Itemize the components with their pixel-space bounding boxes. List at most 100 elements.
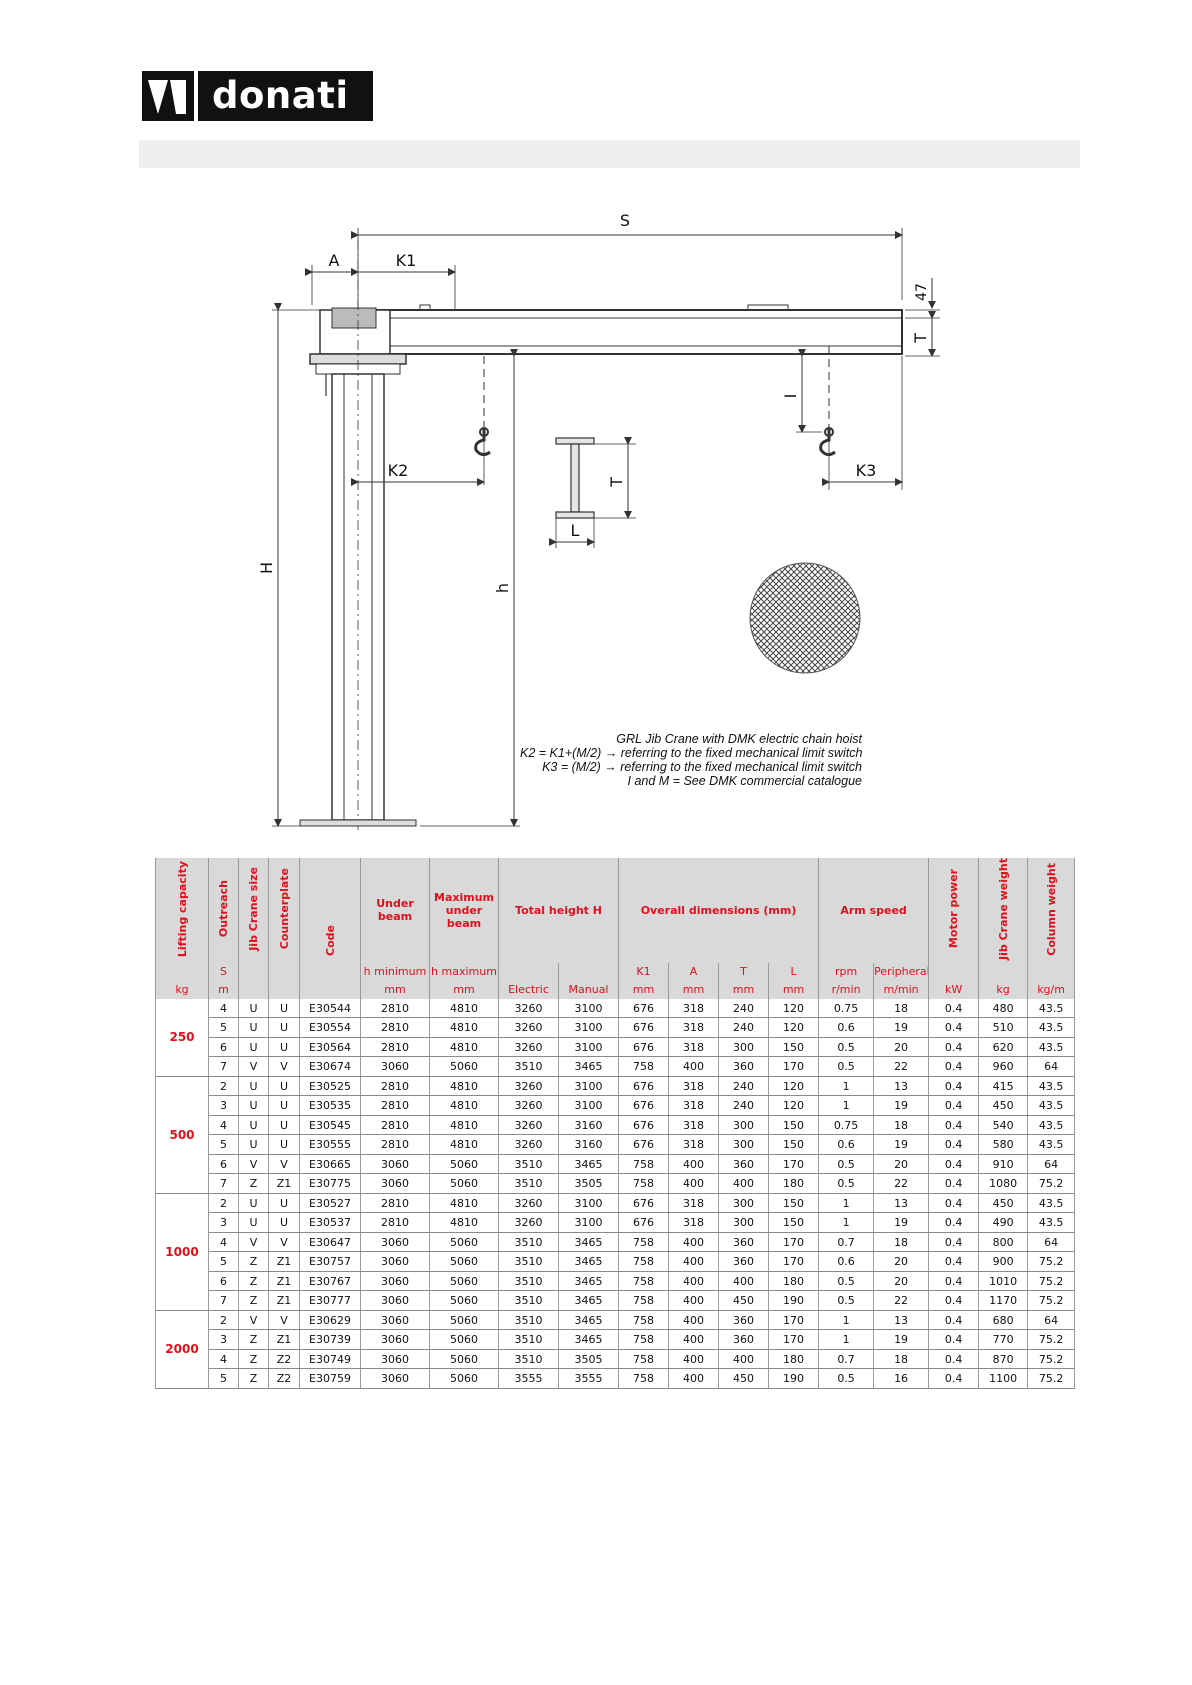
unit-manual: Manual bbox=[557, 980, 620, 999]
table-cell: 676 bbox=[618, 1212, 670, 1233]
table-cell: 360 bbox=[718, 1056, 770, 1077]
table-cell: 4 bbox=[208, 998, 239, 1019]
table-cell: 510 bbox=[978, 1017, 1029, 1038]
table-cell: 900 bbox=[978, 1251, 1029, 1272]
table-cell: 0.5 bbox=[818, 1173, 875, 1194]
table-cell: 75.2 bbox=[1027, 1271, 1076, 1292]
table-cell: 4810 bbox=[429, 998, 499, 1019]
table-cell: 19 bbox=[873, 1017, 930, 1038]
table-cell: E30775 bbox=[299, 1173, 361, 1194]
table-cell: V bbox=[238, 1310, 269, 1331]
table-cell: 0.4 bbox=[928, 1115, 980, 1136]
subheader-h-min: h minimum bbox=[360, 962, 430, 981]
table-cell: 3100 bbox=[557, 998, 620, 1019]
header-column-weight: Column weight bbox=[1027, 858, 1076, 963]
table-cell: 3260 bbox=[498, 1212, 559, 1233]
header-total-height: Total height H bbox=[497, 858, 620, 963]
table-cell: 64 bbox=[1027, 1232, 1076, 1253]
table-cell: 400 bbox=[668, 1368, 720, 1389]
table-cell: E30545 bbox=[299, 1115, 361, 1136]
table-cell: 5060 bbox=[429, 1271, 499, 1292]
table-cell: 2810 bbox=[360, 1212, 430, 1233]
table-cell: 758 bbox=[618, 1056, 670, 1077]
table-cell: 43.5 bbox=[1027, 1076, 1076, 1097]
table-cell: 3 bbox=[208, 1095, 239, 1116]
table-cell: 3260 bbox=[498, 1115, 559, 1136]
table-cell: 0.4 bbox=[928, 1056, 980, 1077]
header-outreach: Outreach bbox=[208, 858, 239, 963]
table-cell: 3260 bbox=[498, 1076, 559, 1097]
table-cell: 0.4 bbox=[928, 1368, 980, 1389]
brand-logo: donati bbox=[142, 71, 373, 121]
table-cell: 150 bbox=[768, 1212, 820, 1233]
table-cell: 0.4 bbox=[928, 998, 980, 1019]
table-cell: 4 bbox=[208, 1115, 239, 1136]
table-cell: 758 bbox=[618, 1329, 670, 1350]
table-cell: 7 bbox=[208, 1173, 239, 1194]
table-cell: E30537 bbox=[299, 1212, 361, 1233]
table-cell: E30535 bbox=[299, 1095, 361, 1116]
table-cell: 0.6 bbox=[818, 1017, 875, 1038]
unit-column: kg/m bbox=[1027, 980, 1076, 999]
table-cell: 5060 bbox=[429, 1368, 499, 1389]
table-cell: 3060 bbox=[360, 1310, 430, 1331]
caption-line: K2 = K1+(M/2) → referring to the fixed m… bbox=[520, 746, 863, 760]
table-cell: 360 bbox=[718, 1232, 770, 1253]
table-cell: 2810 bbox=[360, 1193, 430, 1214]
table-cell: 770 bbox=[978, 1329, 1029, 1350]
header-max-under-beam: Maximum under beam bbox=[429, 858, 499, 963]
dim-label-h-total: H bbox=[260, 562, 276, 574]
table-cell: 240 bbox=[718, 1076, 770, 1097]
header-overall-dimensions: Overall dimensions (mm) bbox=[618, 858, 820, 963]
table-cell: 2810 bbox=[360, 1115, 430, 1136]
unit-peripheral: m/min bbox=[873, 980, 930, 999]
table-cell: 3100 bbox=[557, 1095, 620, 1116]
table-cell: 4810 bbox=[429, 1193, 499, 1214]
table-cell: 318 bbox=[668, 998, 720, 1019]
table-cell: 3260 bbox=[498, 1017, 559, 1038]
table-cell: U bbox=[268, 1037, 300, 1058]
table-cell: 22 bbox=[873, 1290, 930, 1311]
table-cell: U bbox=[238, 1076, 269, 1097]
table-cell: 4810 bbox=[429, 1095, 499, 1116]
table-cell: 758 bbox=[618, 1349, 670, 1370]
table-cell: V bbox=[268, 1310, 300, 1331]
table-cell: U bbox=[268, 1017, 300, 1038]
table-cell: 5060 bbox=[429, 1154, 499, 1175]
table-cell: 360 bbox=[718, 1329, 770, 1350]
jib-crane-drawing: S A K1 47 T H h K2 bbox=[260, 211, 940, 832]
table-cell: 1 bbox=[818, 1076, 875, 1097]
table-cell: 318 bbox=[668, 1037, 720, 1058]
table-cell: 0.4 bbox=[928, 1329, 980, 1350]
table-cell: 6 bbox=[208, 1271, 239, 1292]
table-cell: 3510 bbox=[498, 1251, 559, 1272]
table-cell: 180 bbox=[768, 1271, 820, 1292]
header-capacity: Lifting capacity bbox=[155, 858, 209, 963]
header-motor-power: Motor power bbox=[928, 858, 980, 963]
table-cell: 5 bbox=[208, 1368, 239, 1389]
table-cell: 18 bbox=[873, 1115, 930, 1136]
capacity-cell: 250 bbox=[155, 998, 209, 1077]
subheader-h-max: h maximum bbox=[429, 962, 499, 981]
table-cell: 1 bbox=[818, 1095, 875, 1116]
table-cell: E30564 bbox=[299, 1037, 361, 1058]
table-cell: E30749 bbox=[299, 1349, 361, 1370]
table-cell: 3465 bbox=[557, 1329, 620, 1350]
table-cell: 0.5 bbox=[818, 1271, 875, 1292]
table-cell: 0.4 bbox=[928, 1232, 980, 1253]
table-cell: 0.4 bbox=[928, 1212, 980, 1233]
table-cell: 1 bbox=[818, 1329, 875, 1350]
table-cell: 400 bbox=[668, 1173, 720, 1194]
table-cell: 3465 bbox=[557, 1232, 620, 1253]
table-cell: E30665 bbox=[299, 1154, 361, 1175]
table-cell: 3510 bbox=[498, 1173, 559, 1194]
table-cell: 180 bbox=[768, 1349, 820, 1370]
table-cell: Z bbox=[238, 1251, 269, 1272]
table-cell: 120 bbox=[768, 998, 820, 1019]
table-cell: 3060 bbox=[360, 1173, 430, 1194]
table-cell: 450 bbox=[718, 1368, 770, 1389]
